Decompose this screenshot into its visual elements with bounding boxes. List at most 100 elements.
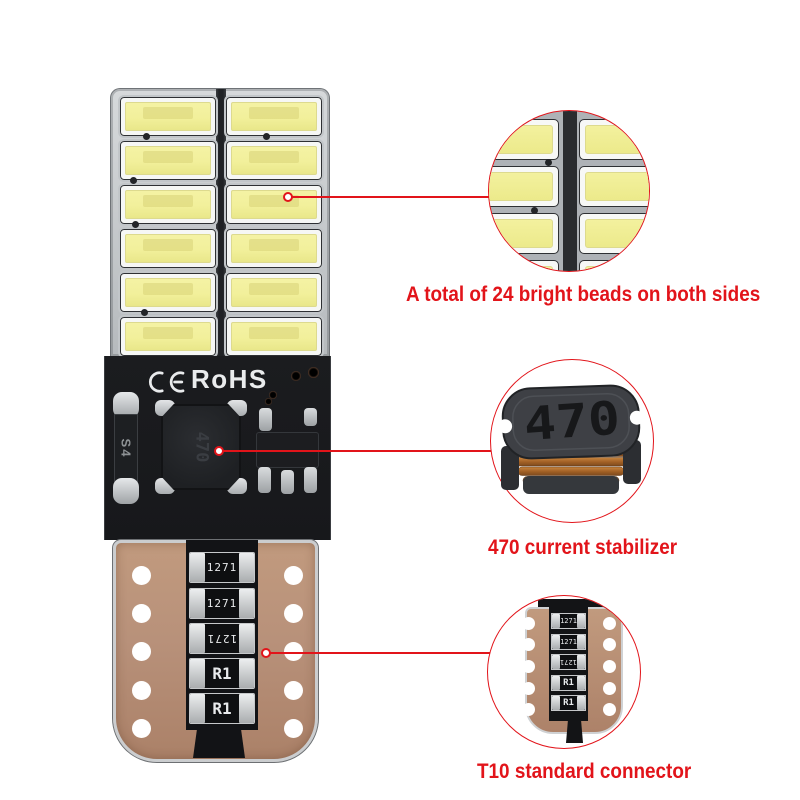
wedge-contact (566, 719, 583, 743)
resistor: R1 (551, 675, 586, 691)
driver-pcb: RoHS S4 470 (104, 356, 331, 540)
t10-connector: 1271 1271 1271 R1 R1 (112, 539, 319, 763)
ce-mark-icon (148, 371, 185, 393)
callout-connector: 1271 1271 1271 R1 R1 (487, 595, 641, 749)
resistor: 1271 (189, 588, 255, 619)
resistor-cap (577, 655, 585, 669)
pointer-line (292, 196, 490, 198)
diode-terminal (113, 392, 139, 418)
resistor: R1 (189, 658, 255, 689)
connector-hole (522, 638, 535, 651)
diode-marking: S4 (118, 438, 134, 458)
rohs-marking: RoHS (191, 364, 268, 394)
inductor-value-text: 470 (522, 391, 622, 452)
resistor-marking: R1 (563, 698, 574, 708)
resistor-cap (239, 694, 254, 723)
resistor: 1271 (189, 552, 255, 583)
resistor-cap (239, 553, 254, 582)
connector-hole (284, 604, 303, 623)
connector-hole (522, 660, 535, 673)
connector-hole (603, 638, 616, 651)
ic-leg (304, 467, 317, 493)
connector-hole (284, 719, 303, 738)
connector-hole (522, 703, 535, 716)
resistor-cap (239, 659, 254, 688)
led-array-head (110, 88, 330, 358)
resistor: 1271 (551, 654, 586, 670)
led-chip-zoom (489, 119, 559, 160)
led-phosphor (231, 190, 317, 219)
solder-dot (531, 207, 538, 214)
led-chip (224, 183, 324, 226)
led-phosphor (231, 102, 317, 131)
connector-hole (522, 617, 535, 630)
led-chip (224, 139, 324, 182)
solder-dot (130, 177, 137, 184)
resistor: 1271 (551, 613, 586, 629)
led-chip-zoom (489, 213, 559, 254)
solder-dot (263, 133, 270, 140)
resistor-marking: R1 (212, 664, 232, 683)
via-dot (291, 371, 301, 381)
led-chip-zoom (579, 260, 649, 271)
resistor-cap (552, 614, 560, 628)
connector-hole (132, 642, 151, 661)
led-phosphor (125, 234, 211, 263)
resistor: R1 (189, 693, 255, 724)
callout-label-beads: A total of 24 bright beads on both sides (406, 283, 761, 306)
inductor-illustration: 470 (498, 384, 644, 494)
solder-dot (132, 221, 139, 228)
led-phosphor (489, 125, 553, 154)
led-phosphor (489, 266, 553, 271)
resistor: 1271 (551, 634, 586, 650)
resistor-cap (577, 635, 585, 649)
connector-hole (284, 566, 303, 585)
led-phosphor (125, 190, 211, 219)
callout-inductor: 470 (490, 359, 654, 523)
connector-hole (603, 703, 616, 716)
pointer-line (223, 450, 491, 452)
led-chip-zoom (579, 213, 649, 254)
resistor-cap (190, 694, 205, 723)
resistor-marking: 1271 (560, 658, 577, 666)
resistor-cap (190, 624, 205, 653)
led-phosphor (231, 146, 317, 175)
resistor-marking: 1271 (206, 632, 238, 645)
connector-hole (132, 719, 151, 738)
led-chip (224, 227, 324, 270)
resistor-marking: 1271 (560, 638, 577, 646)
resistor-cap (552, 696, 560, 710)
solder-dot (143, 133, 150, 140)
resistor-marking: R1 (212, 699, 232, 718)
led-chip-zoom (489, 260, 559, 271)
callout-label-connector: T10 standard connector (477, 760, 692, 783)
connector-hole (284, 642, 303, 661)
led-phosphor (585, 172, 649, 201)
resistor-cap (552, 655, 560, 669)
led-chip (118, 139, 218, 182)
connector-hole (603, 682, 616, 695)
via-dot (265, 398, 272, 405)
led-chip (118, 95, 218, 138)
led-chip (118, 271, 218, 314)
connector-hole (522, 682, 535, 695)
resistor-cap (577, 676, 585, 690)
resistor-cap (190, 659, 205, 688)
led-chip (224, 271, 324, 314)
resistor-marking: 1271 (560, 617, 577, 625)
led-phosphor (231, 322, 317, 351)
connector-hole (132, 681, 151, 700)
led-phosphor (125, 322, 211, 351)
led-chip-zoom (579, 119, 649, 160)
diode-body: S4 (114, 414, 138, 482)
led-phosphor (125, 278, 211, 307)
solder-dot (545, 159, 552, 166)
inductor-470: 470 (161, 404, 241, 490)
led-phosphor (489, 172, 553, 201)
led-phosphor (585, 219, 649, 248)
inductor-marking: 470 (191, 431, 211, 463)
led-phosphor (585, 125, 649, 154)
resistor-cap (190, 589, 205, 618)
resistor-cap (190, 553, 205, 582)
via-dot (308, 367, 319, 378)
